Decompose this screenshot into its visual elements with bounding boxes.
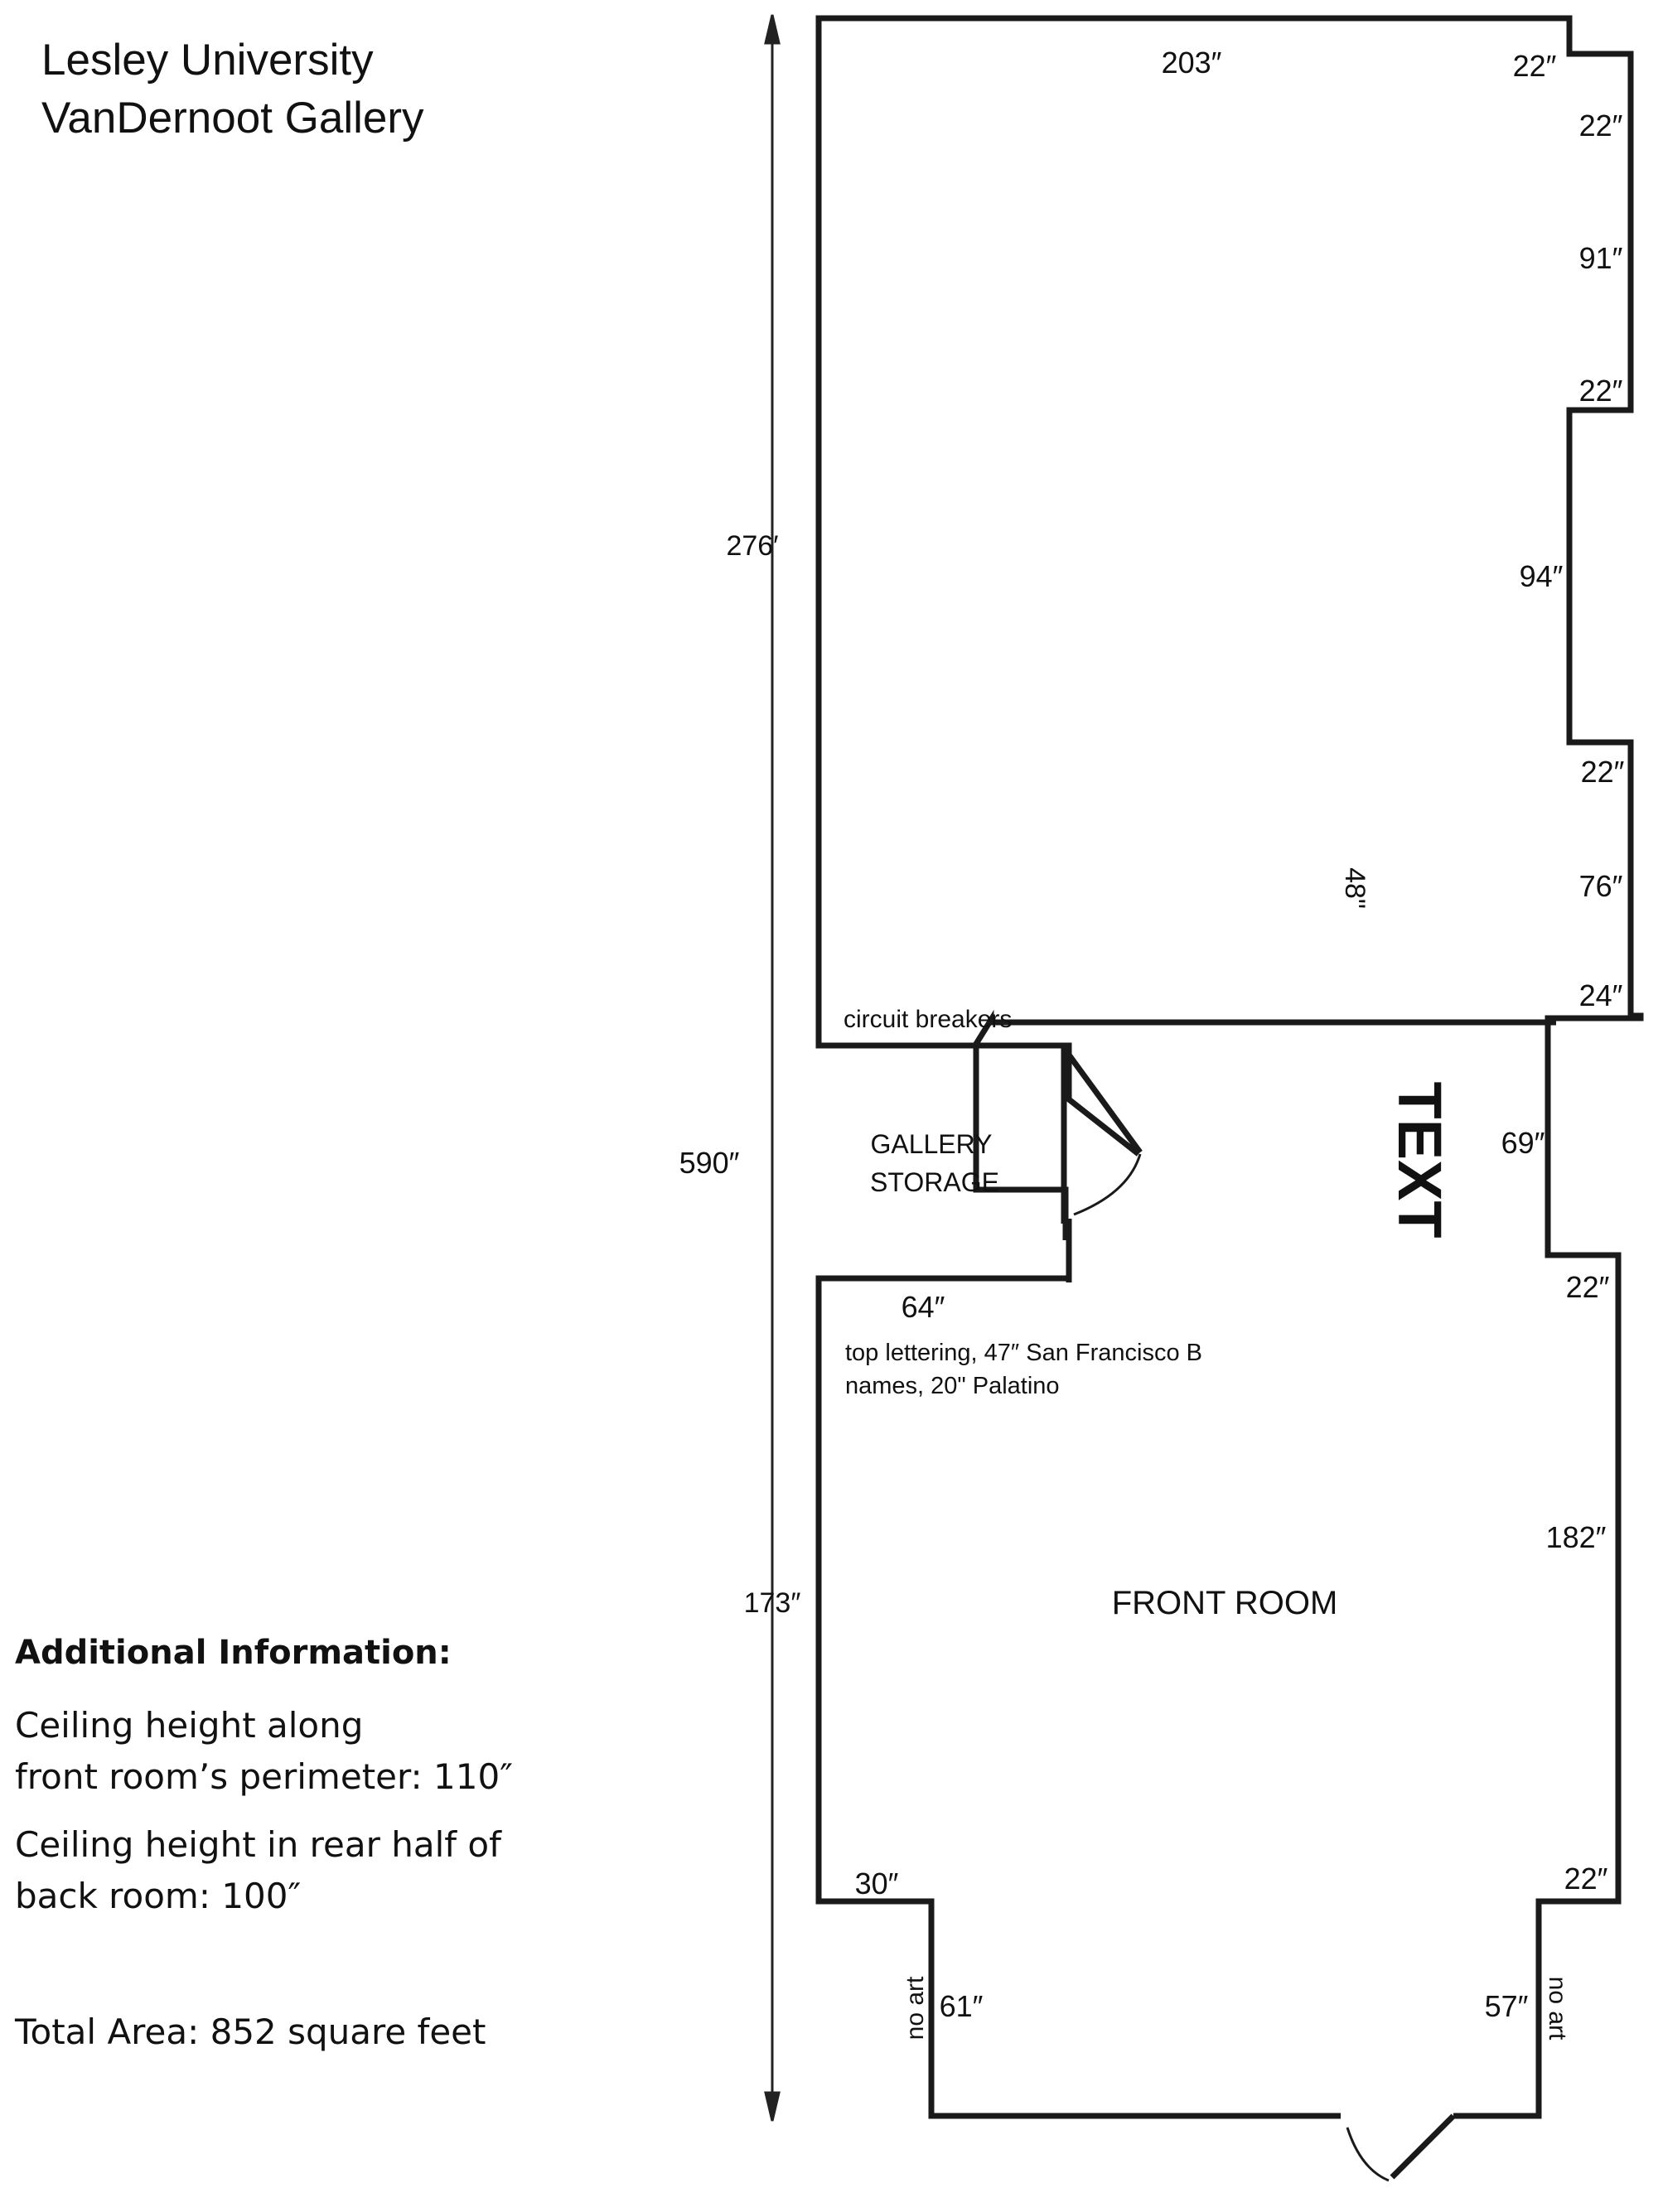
plan-outline [815,15,1644,2180]
dim-right-182: 182″ [1546,1520,1607,1554]
circuit-breakers-note: circuit breakers [844,1006,1012,1033]
ceiling-back-line2: back room: 100″ [15,1876,302,1916]
dim-right-91: 91″ [1579,241,1623,275]
dim-right-24: 24″ [1579,978,1623,1012]
storage-label-line2: STORAGE [870,1167,999,1197]
gallery-title: Lesley University VanDernoot Gallery [41,31,424,147]
title-gallery: VanDernoot Gallery [41,94,424,142]
lettering-note-line1: top lettering, 47″ San Francisco B [845,1340,1202,1366]
dim-right-22b: 22″ [1581,755,1625,789]
gallery-walls [973,1009,1556,1282]
dim-top-wall: 203″ [1162,46,1222,80]
ceiling-front-line2: front room’s perimeter: 110″ [15,1756,513,1797]
text-wall-label: TEXT [1385,1081,1454,1238]
dim-right-22c: 22″ [1566,1270,1610,1304]
dim-right-69: 69″ [1501,1126,1545,1160]
front-room-label: FRONT ROOM [1112,1585,1338,1621]
dim-right-94: 94″ [1520,559,1564,593]
dim-right-76: 76″ [1579,869,1623,903]
text-height-note: 48" [1339,867,1371,909]
storage-label-line1: GALLERY [870,1129,992,1159]
ceiling-back-line1: Ceiling height in rear half of [15,1824,501,1865]
overall-dimension-line [764,14,781,2122]
info-heading: Additional Information: [15,1634,452,1672]
no-art-right: no art [1544,1977,1571,2041]
dim-notch-top: 22″ [1513,49,1557,83]
dim-right-22d: 22″ [1564,1862,1608,1896]
dim-right-57: 57″ [1485,1989,1529,2023]
dim-left-61: 61″ [940,1989,984,2023]
front-room-length: 173″ [744,1587,801,1619]
total-area: Total Area: 852 square feet [15,2012,486,2052]
entrance-door-swing [1346,2127,1390,2182]
dim-notch-side: 22″ [1579,109,1623,142]
back-room-wall [973,1009,1556,1240]
dim-right-22a: 22″ [1579,374,1623,408]
back-room-length: 276′ [726,530,778,562]
dim-left-64: 64″ [902,1290,945,1324]
storage-door-swing [1073,1153,1142,1216]
title-university: Lesley University [41,36,374,85]
ceiling-front-line1: Ceiling height along [15,1705,364,1746]
dim-left-30: 30″ [855,1867,899,1900]
no-art-left: no art [902,1976,929,2040]
overall-height: 590″ [679,1146,740,1180]
lettering-note-line2: names, 20" Palatino [845,1373,1060,1399]
